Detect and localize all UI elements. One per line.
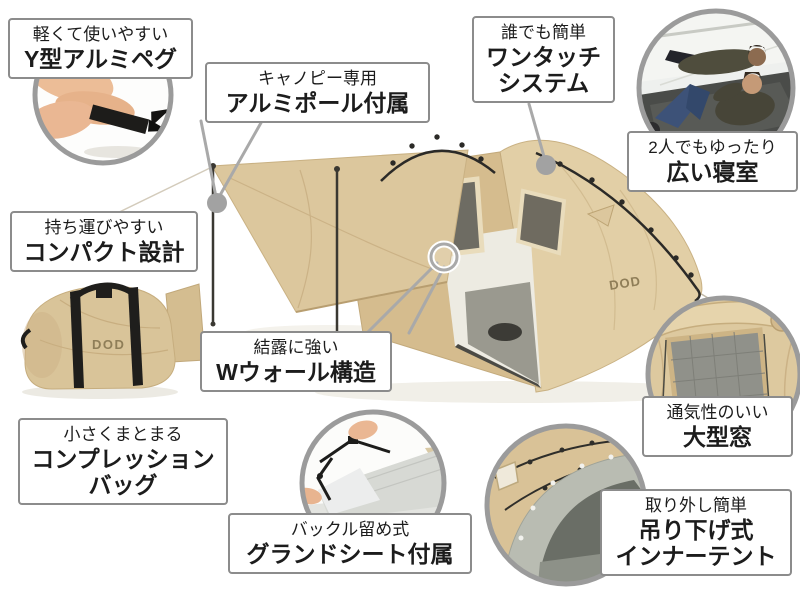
callout-compression-title2: バッグ: [88, 472, 158, 499]
anchor-dot-canopy: [207, 193, 227, 213]
carry-bag-photo: DOD: [20, 282, 178, 399]
tent-canopy: [211, 149, 469, 313]
callout-one-touch-sub: 誰でも簡単: [501, 23, 586, 42]
tent-bedroom-window: [515, 188, 567, 256]
bag-logo: DOD: [92, 337, 125, 352]
person-far: [665, 44, 766, 75]
callout-bedroom-title: 広い寝室: [666, 159, 759, 186]
callout-w-wall-sub: 結露に強い: [253, 338, 339, 357]
callout-w-wall-title: Wウォール構造: [216, 359, 376, 386]
callout-compact-sub: 持ち運びやすい: [44, 218, 164, 237]
callout-bedroom-sub: 2人でもゆったり: [648, 138, 777, 157]
tent-logo: DOD: [608, 273, 642, 293]
callout-canopy-pole-sub: キャノピー専用: [258, 69, 377, 88]
callout-compression: 小さくまとまる コンプレッション バッグ: [18, 418, 228, 506]
callout-compression-title: コンプレッション: [31, 446, 215, 473]
callout-window: 通気性のいい 大型窓: [642, 396, 793, 458]
callout-peg: 軽くて使いやすい Y型アルミペグ: [8, 18, 193, 80]
callout-one-touch: 誰でも簡単 ワンタッチ システム: [472, 16, 615, 104]
tent-entrance: [442, 226, 541, 388]
callout-compression-sub: 小さくまとまる: [63, 425, 183, 444]
callout-one-touch-title: ワンタッチ: [486, 44, 601, 71]
callout-ground-sheet-sub: バックル留め式: [290, 520, 410, 539]
callout-ground-sheet: バックル留め式 グランドシート付属: [228, 513, 472, 575]
tent-side-vent-flap: [586, 204, 615, 227]
callout-inner-tent-sub: 取り外し簡単: [645, 496, 747, 515]
buckle-straps: [316, 436, 391, 501]
callout-w-wall: 結露に強い Wウォール構造: [200, 331, 392, 393]
anchor-dot-onetouch: [536, 155, 556, 175]
callout-window-sub: 通気性のいい: [666, 403, 769, 422]
canopy-poles: [210, 163, 340, 340]
bag-straps: [20, 282, 143, 388]
callout-inner-tent-title: 吊り下げ式: [638, 517, 754, 544]
callout-window-title: 大型窓: [683, 424, 752, 451]
callout-peg-title: Y型アルミペグ: [23, 46, 178, 73]
callout-canopy-pole: キャノピー専用 アルミポール付属: [205, 62, 430, 124]
callout-compact: 持ち運びやすい コンパクト設計: [10, 211, 198, 273]
callout-one-touch-title2: システム: [497, 70, 590, 97]
leader-lines: [199, 102, 556, 335]
callout-inner-tent: 取り外し簡単 吊り下げ式 インナーテント: [600, 489, 792, 577]
callout-ground-sheet-title: グランドシート付属: [246, 541, 454, 568]
callout-canopy-pole-title: アルミポール付属: [225, 90, 410, 117]
callout-compact-title: コンパクト設計: [23, 239, 185, 266]
callout-bedroom: 2人でもゆったり 広い寝室: [627, 131, 798, 193]
tent-frame-arcs: [380, 134, 701, 303]
callout-inner-tent-title2: インナーテント: [615, 543, 777, 570]
callout-peg-sub: 軽くて使いやすい: [32, 25, 169, 44]
